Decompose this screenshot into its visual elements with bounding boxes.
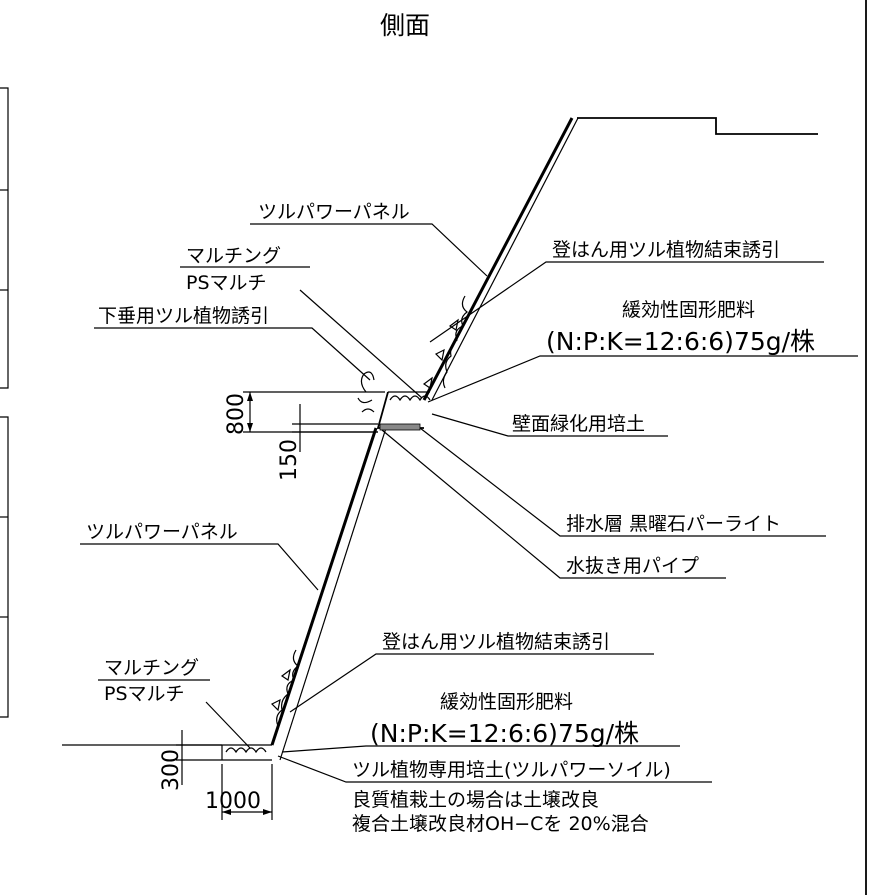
dimension-1000: 1000 <box>205 764 273 820</box>
label-drain-pipe: 水抜き用パイプ <box>566 555 699 577</box>
lower-planting-area <box>62 744 272 761</box>
svg-text:150: 150 <box>277 439 302 481</box>
dimension-800: 800 <box>224 391 385 435</box>
svg-text:1000: 1000 <box>205 789 261 814</box>
label-climbing-vine-upper: 登はん用ツル植物結束誘引 <box>552 239 780 261</box>
label-soil-special: ツル植物専用培土(ツルパワーソイル) <box>352 759 671 781</box>
label-panel-lower: ツルパワーパネル <box>86 521 238 543</box>
label-panel-upper: ツルパワーパネル <box>258 201 410 223</box>
svg-text:300: 300 <box>159 749 184 791</box>
planter-box <box>357 371 431 431</box>
label-soil-note-2: 複合土壌改良材OH−Cを 20%混合 <box>352 813 649 835</box>
label-wall-soil: 壁面緑化用培土 <box>512 413 645 435</box>
label-fertilizer-upper: 緩効性固形肥料 <box>622 299 755 321</box>
page-title: 側面 <box>380 11 430 40</box>
label-ps-mulch-upper: PSマルチ <box>186 272 267 294</box>
dimension-300: 300 <box>159 730 222 791</box>
upper-vine <box>442 295 468 389</box>
label-fertilizer-formula-upper: (N:P:K=12:6:6)75g/株 <box>546 327 815 356</box>
label-mulching-upper: マルチング <box>186 245 281 267</box>
label-fertilizer-lower: 緩効性固形肥料 <box>440 691 573 713</box>
drawing-frame <box>0 0 867 895</box>
lower-vine-leaves <box>270 668 291 712</box>
lower-wall-panel <box>270 427 387 761</box>
label-climbing-vine-lower: 登はん用ツル植物結束誘引 <box>382 631 610 653</box>
upper-vine-leaves <box>422 318 459 389</box>
lower-vine <box>276 649 299 727</box>
top-ground-line <box>577 117 818 135</box>
label-ps-mulch-lower: PSマルチ <box>104 683 185 705</box>
label-mulching-lower: マルチング <box>104 657 199 679</box>
dimension-150: 150 <box>277 404 378 481</box>
label-drainage-layer: 排水層 黒曜石パーライト <box>566 513 781 535</box>
upper-wall-panel <box>422 117 579 401</box>
label-hanging-vine: 下垂用ツル植物誘引 <box>98 305 269 327</box>
label-soil-note-1: 良質植栽土の場合は土壌改良 <box>352 789 599 811</box>
label-fertilizer-formula-lower: (N:P:K=12:6:6)75g/株 <box>370 719 639 748</box>
svg-text:800: 800 <box>224 393 249 435</box>
